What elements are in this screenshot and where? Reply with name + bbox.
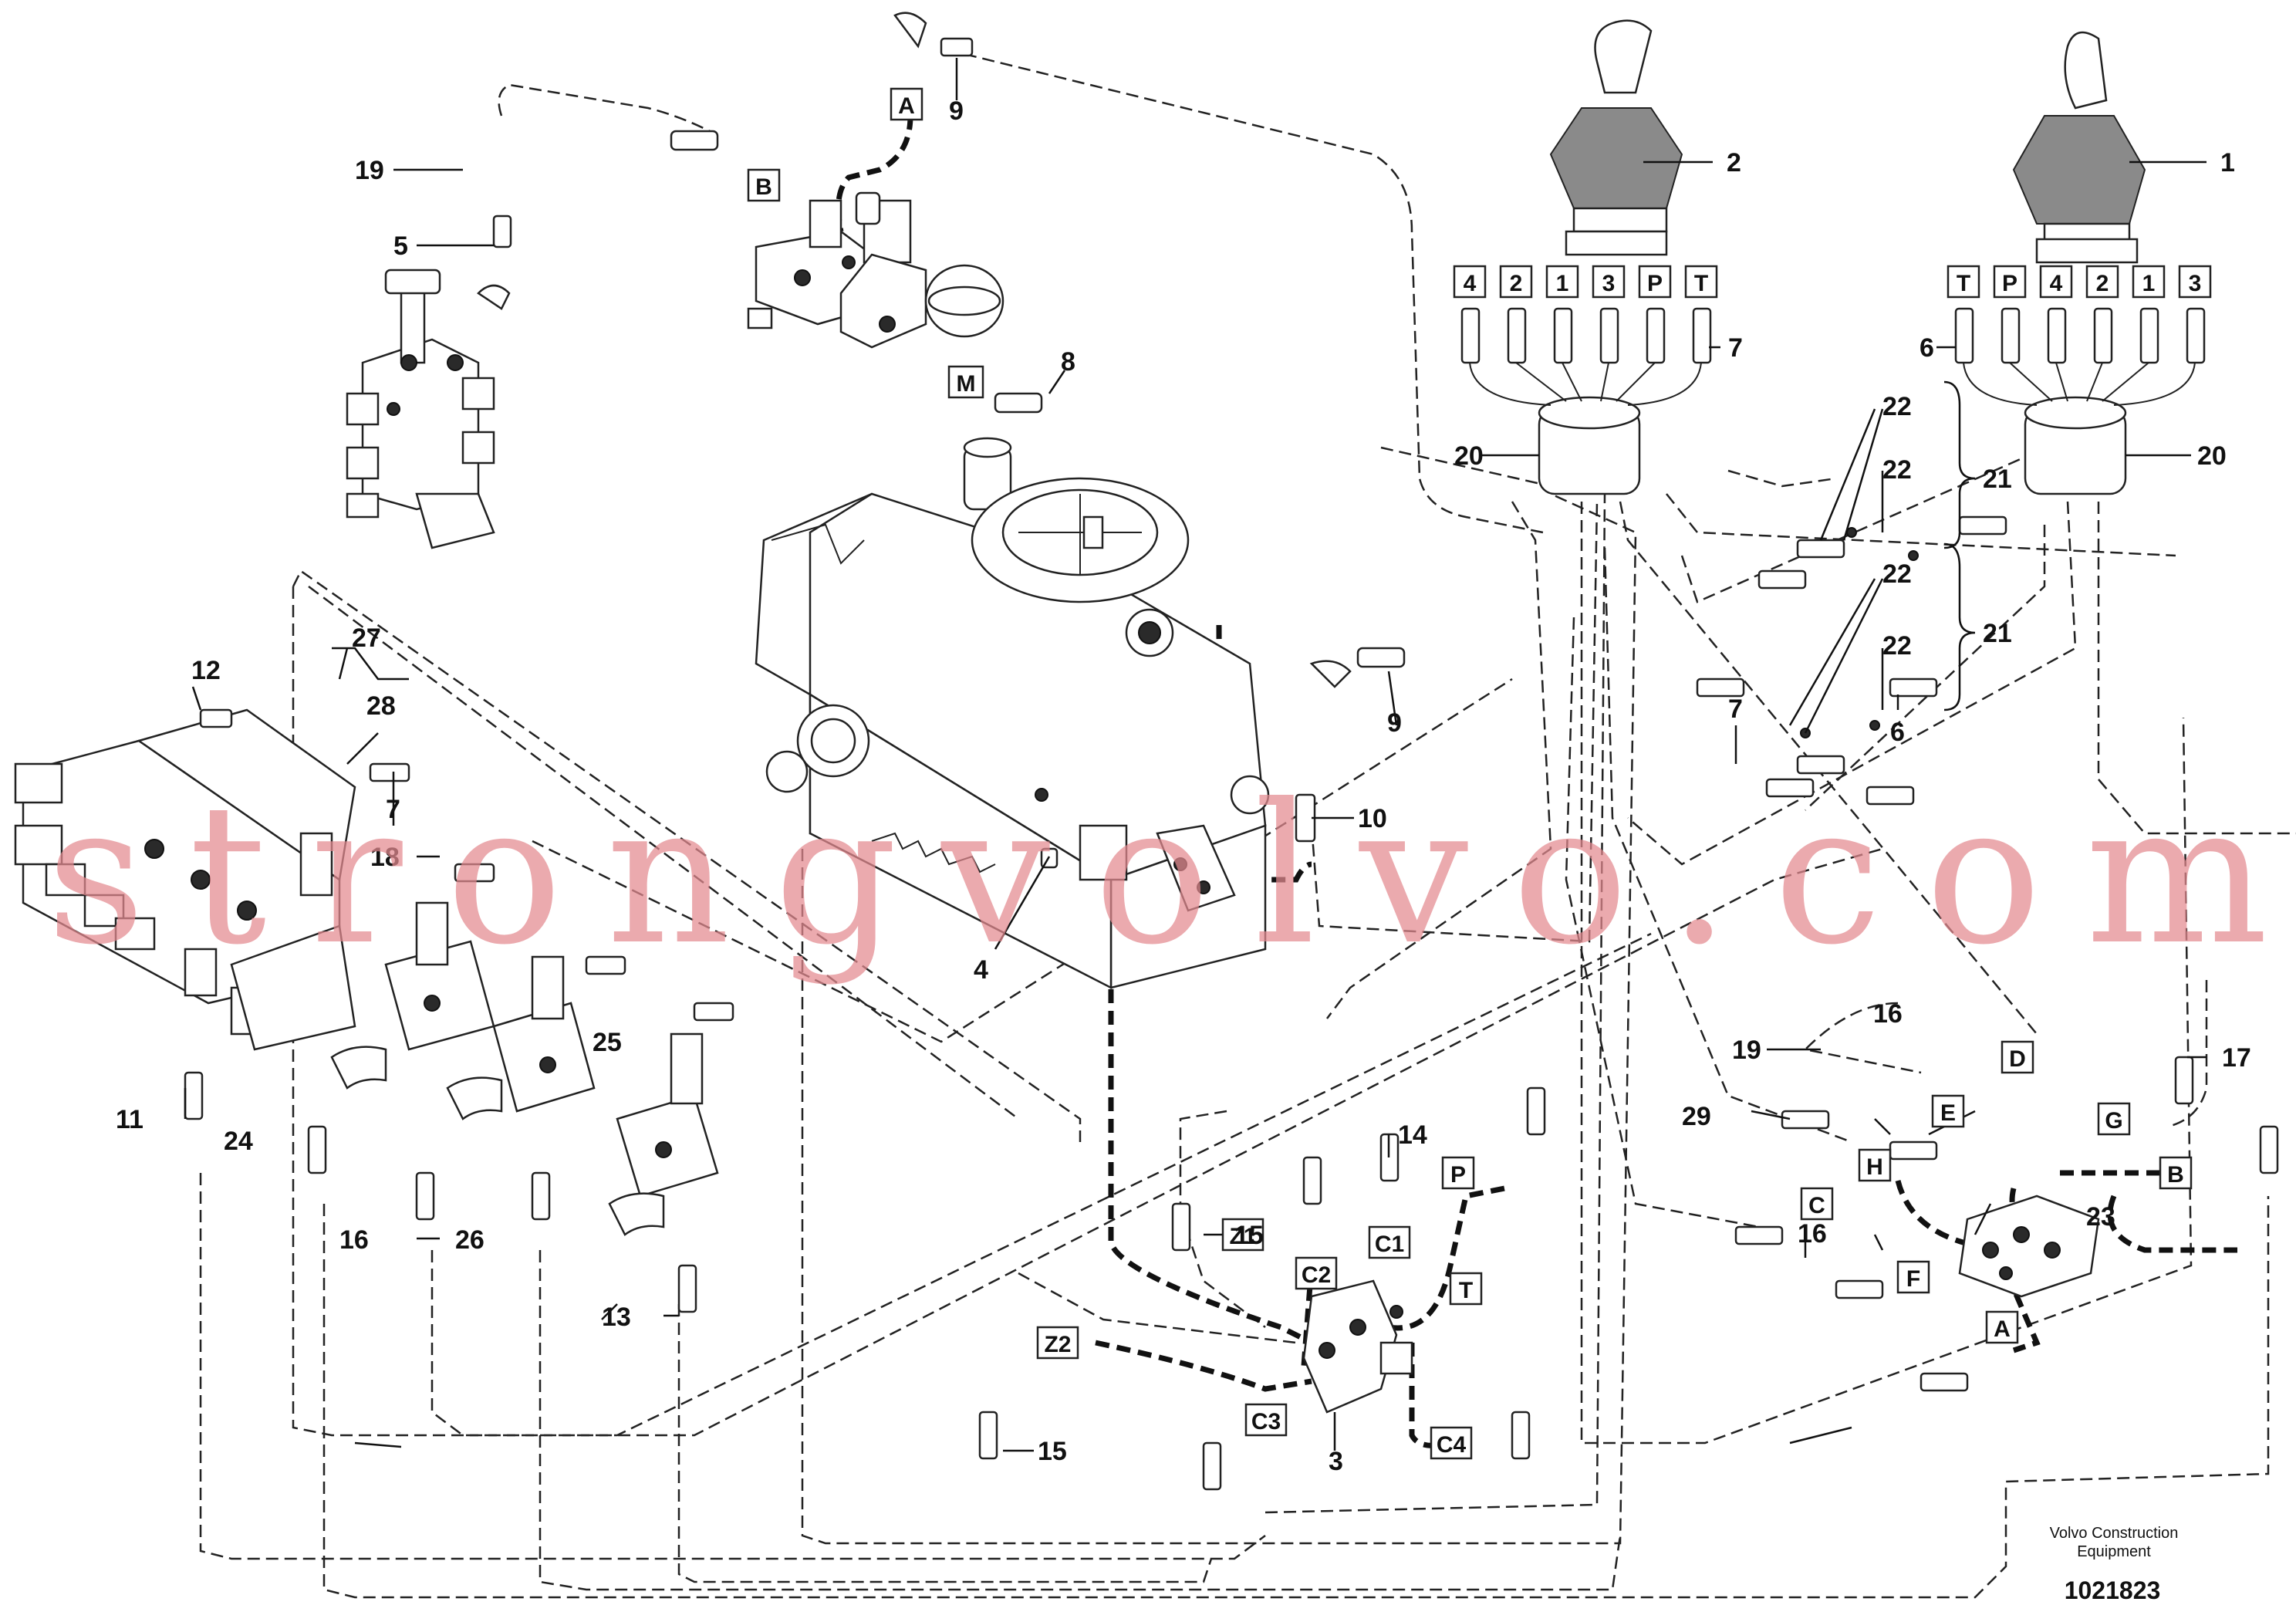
callout-15a: 15 <box>1234 1221 1264 1250</box>
hose-fittings <box>184 12 2279 1491</box>
box-label-C3: C3 <box>1251 1409 1281 1434</box>
port-label: 2 <box>2096 271 2109 296</box>
joystick-right-ports: T P 4 2 1 3 <box>1947 265 2212 299</box>
callout-19a: 19 <box>355 156 384 185</box>
brand-line-1: Volvo Construction <box>2050 1525 2179 1542</box>
callout-25: 25 <box>593 1028 622 1057</box>
callout-21a: 21 <box>1983 465 2012 494</box>
callout-24: 24 <box>224 1127 253 1156</box>
callout-20b: 20 <box>2197 441 2227 471</box>
callout-13: 13 <box>602 1303 631 1332</box>
callout-9a: 9 <box>949 96 964 126</box>
box-label-D: D <box>2009 1046 2026 1072</box>
callout-4: 4 <box>974 955 988 985</box>
callout-22b: 22 <box>1882 455 1912 485</box>
callout-21b: 21 <box>1983 619 2012 648</box>
port-label: P <box>1647 271 1663 296</box>
callout-28: 28 <box>366 691 396 721</box>
box-label-C-right: C <box>1808 1193 1825 1218</box>
callout-17: 17 <box>2222 1043 2251 1073</box>
accumulator-valve-block <box>747 191 1004 349</box>
drawing-number: 1021823 <box>2065 1576 2161 1604</box>
callout-7c: 7 <box>386 795 400 824</box>
callout-26: 26 <box>455 1225 485 1255</box>
callout-9b: 9 <box>1387 708 1402 738</box>
callout-22c: 22 <box>1882 559 1912 589</box>
box-label-A-top: A <box>898 93 915 119</box>
callout-10: 10 <box>1358 804 1387 833</box>
shuttle-valve-block <box>1302 1279 1413 1414</box>
callout-16a: 16 <box>1873 999 1903 1029</box>
callout-5: 5 <box>393 231 408 261</box>
callout-20a: 20 <box>1454 441 1484 471</box>
box-label-F: F <box>1906 1266 1920 1292</box>
callout-11: 11 <box>116 1105 144 1134</box>
box-label-A-right: A <box>1994 1316 2011 1342</box>
port-label: 4 <box>1464 271 1477 296</box>
joystick-fittings <box>1460 307 2206 364</box>
callout-22a: 22 <box>1882 392 1912 421</box>
callout-16b: 16 <box>1798 1219 1827 1249</box>
callout-3: 3 <box>1329 1447 1343 1476</box>
callout-8: 8 <box>1061 347 1075 377</box>
pilot-valve-upper-left <box>346 269 495 549</box>
callout-15b: 15 <box>1038 1437 1067 1466</box>
hydraulic-tank <box>755 437 1270 990</box>
main-control-valve-bank <box>14 708 356 1051</box>
port-label: T <box>1694 271 1708 296</box>
callout-7b: 7 <box>1728 694 1743 724</box>
port-box-labels: A B M P T C1 C2 C3 C4 Z1 Z2 D E G H C F … <box>747 87 2193 1460</box>
callout-7a: 7 <box>1728 333 1743 363</box>
joystick-right <box>2012 31 2146 264</box>
callout-16c: 16 <box>339 1225 369 1255</box>
callout-2: 2 <box>1727 148 1741 177</box>
callout-19b: 19 <box>1732 1036 1761 1065</box>
callout-23: 23 <box>2086 1202 2115 1232</box>
box-label-C1: C1 <box>1375 1232 1404 1257</box>
box-label-T: T <box>1459 1278 1473 1303</box>
box-label-Z1: Z1 <box>1229 1224 1256 1249</box>
box-label-E: E <box>1940 1100 1956 1126</box>
port-label: 2 <box>1510 271 1523 296</box>
callout-6a: 6 <box>1920 333 1934 363</box>
watermark-text: strongvolvo.com <box>46 762 2268 987</box>
shuttle-block-right <box>1958 1195 2100 1298</box>
box-label-H: H <box>1866 1154 1883 1180</box>
port-label: P <box>2002 271 2017 296</box>
callout-27: 27 <box>352 623 381 653</box>
hose-bundle-sleeves <box>1469 362 2196 495</box>
port-label: 4 <box>2050 271 2063 296</box>
callout-6b: 6 <box>1890 718 1905 747</box>
box-label-P: P <box>1450 1162 1466 1188</box>
port-label: 3 <box>2189 271 2202 296</box>
box-label-Z2: Z2 <box>1044 1332 1071 1357</box>
box-label-G: G <box>2105 1108 2122 1134</box>
box-label-B-right: B <box>2167 1162 2184 1188</box>
box-label-C4: C4 <box>1437 1432 1467 1458</box>
callout-1: 1 <box>2220 148 2235 177</box>
port-label: 1 <box>2142 271 2156 296</box>
callout-18: 18 <box>370 843 400 872</box>
brand-line-2: Equipment <box>2077 1543 2151 1560</box>
aux-valve-sections <box>330 901 719 1236</box>
joystick-left-ports: 4 2 1 3 P T <box>1453 265 1718 299</box>
joystick-left <box>1549 19 1683 256</box>
callout-12: 12 <box>191 656 221 685</box>
title-block: Volvo Construction Equipment 1021823 <box>2050 1525 2179 1604</box>
callout-14: 14 <box>1398 1120 1427 1150</box>
item-callouts: 1 2 3 4 5 6 6 7 7 7 8 9 9 10 11 12 13 14… <box>116 96 2251 1476</box>
box-label-B-top: B <box>755 174 772 200</box>
port-label: 3 <box>1602 271 1616 296</box>
box-label-C2: C2 <box>1302 1262 1331 1288</box>
port-label: 1 <box>1556 271 1569 296</box>
callout-22d: 22 <box>1882 631 1912 661</box>
port-label: T <box>1957 271 1970 296</box>
callout-29: 29 <box>1682 1102 1711 1131</box>
box-label-M: M <box>957 371 976 397</box>
